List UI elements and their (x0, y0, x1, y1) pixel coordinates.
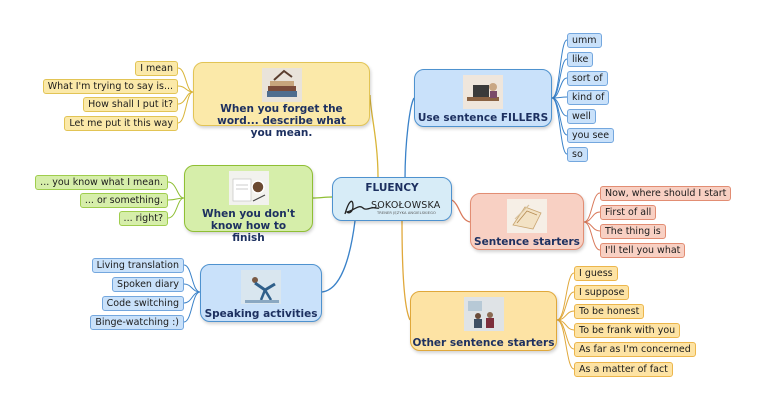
leaf-as-a-matter-of-fact[interactable]: As a matter of fact (574, 362, 673, 377)
central-topic-title: FLUENCY (333, 182, 451, 194)
leaf-to-be-honest[interactable]: To be honest (574, 304, 644, 319)
branch-label: When you don't know how to finish (185, 208, 312, 244)
leaf-as-far-as-im-concerned[interactable]: As far as I'm concerned (574, 342, 696, 357)
leaf-living-translation[interactable]: Living translation (92, 258, 184, 273)
leaf-spoken-diary[interactable]: Spoken diary (112, 277, 184, 292)
link-center-speaking (322, 221, 355, 292)
central-topic-fluency[interactable]: FLUENCY SOKOŁOWSKA TRENER JĘZYKA ANGIELS… (332, 177, 452, 221)
logo-tagline: TRENER JĘZYKA ANGIELSKIEGO (377, 211, 436, 215)
leaf-binge-watching[interactable]: Binge-watching :) (90, 315, 184, 330)
link-center-fillers (405, 98, 414, 180)
branch-other-sentence-starters[interactable]: Other sentence starters (410, 291, 557, 351)
leaf-well[interactable]: well (567, 109, 596, 124)
link-center-finish (313, 197, 332, 198)
book-stack-image (262, 68, 302, 102)
leaf-umm[interactable]: umm (567, 33, 602, 48)
branch-dont-know-how-to-finish[interactable]: When you don't know how to finish (184, 165, 313, 232)
leaf-now-where-should-i-start[interactable]: Now, where should I start (600, 186, 731, 201)
desk-laptop-image (463, 75, 503, 109)
branch-speaking-activities[interactable]: Speaking activities (200, 264, 322, 322)
branch-label: Other sentence starters (411, 337, 556, 349)
leaf-sort-of[interactable]: sort of (567, 71, 608, 86)
branch-label: Sentence starters (471, 236, 583, 248)
leaf-so[interactable]: so (567, 147, 588, 162)
coffee-notebook-image (229, 171, 269, 205)
leaf-kind-of[interactable]: kind of (567, 90, 609, 105)
leaf-like[interactable]: like (567, 52, 593, 67)
branch-label: Speaking activities (201, 308, 321, 320)
link-center-starters (452, 200, 470, 222)
leaf-you-know-what-i-mean[interactable]: ... you know what I mean. (35, 175, 168, 190)
link-center-other (402, 221, 410, 320)
leaf-i-suppose[interactable]: I suppose (574, 285, 629, 300)
leaf-i-mean[interactable]: I mean (135, 61, 178, 76)
meeting-room-image (464, 297, 504, 331)
leaf-what-im-trying-to-say[interactable]: What I'm trying to say is... (43, 79, 178, 94)
leaf-the-thing-is[interactable]: The thing is (600, 224, 666, 239)
branch-sentence-fillers[interactable]: Use sentence FILLERS (414, 69, 552, 127)
leaf-i-guess[interactable]: I guess (574, 266, 618, 281)
link-center-forget (370, 95, 378, 177)
logo-text: SOKOŁOWSKA (371, 200, 441, 211)
leaf-you-see[interactable]: you see (567, 128, 614, 143)
branch-sentence-starters[interactable]: Sentence starters (470, 193, 584, 250)
leaf-first-of-all[interactable]: First of all (600, 205, 656, 220)
leaf-right[interactable]: ... right? (119, 211, 168, 226)
branch-forget-the-word[interactable]: When you forget the word... describe wha… (193, 62, 370, 126)
leaf-code-switching[interactable]: Code switching (102, 296, 184, 311)
leaf-let-me-put-it-this-way[interactable]: Let me put it this way (64, 116, 178, 131)
leaf-how-shall-i-put-it[interactable]: How shall I put it? (83, 97, 178, 112)
leaf-to-be-frank-with-you[interactable]: To be frank with you (574, 323, 680, 338)
paper-pile-image (507, 199, 547, 233)
leaf-or-something[interactable]: ... or something. (80, 193, 168, 208)
branch-label: When you forget the word... describe wha… (194, 103, 369, 139)
leaf-ill-tell-you-what[interactable]: I'll tell you what (600, 243, 685, 258)
branch-label: Use sentence FILLERS (415, 112, 551, 124)
yoga-person-image (241, 270, 281, 304)
